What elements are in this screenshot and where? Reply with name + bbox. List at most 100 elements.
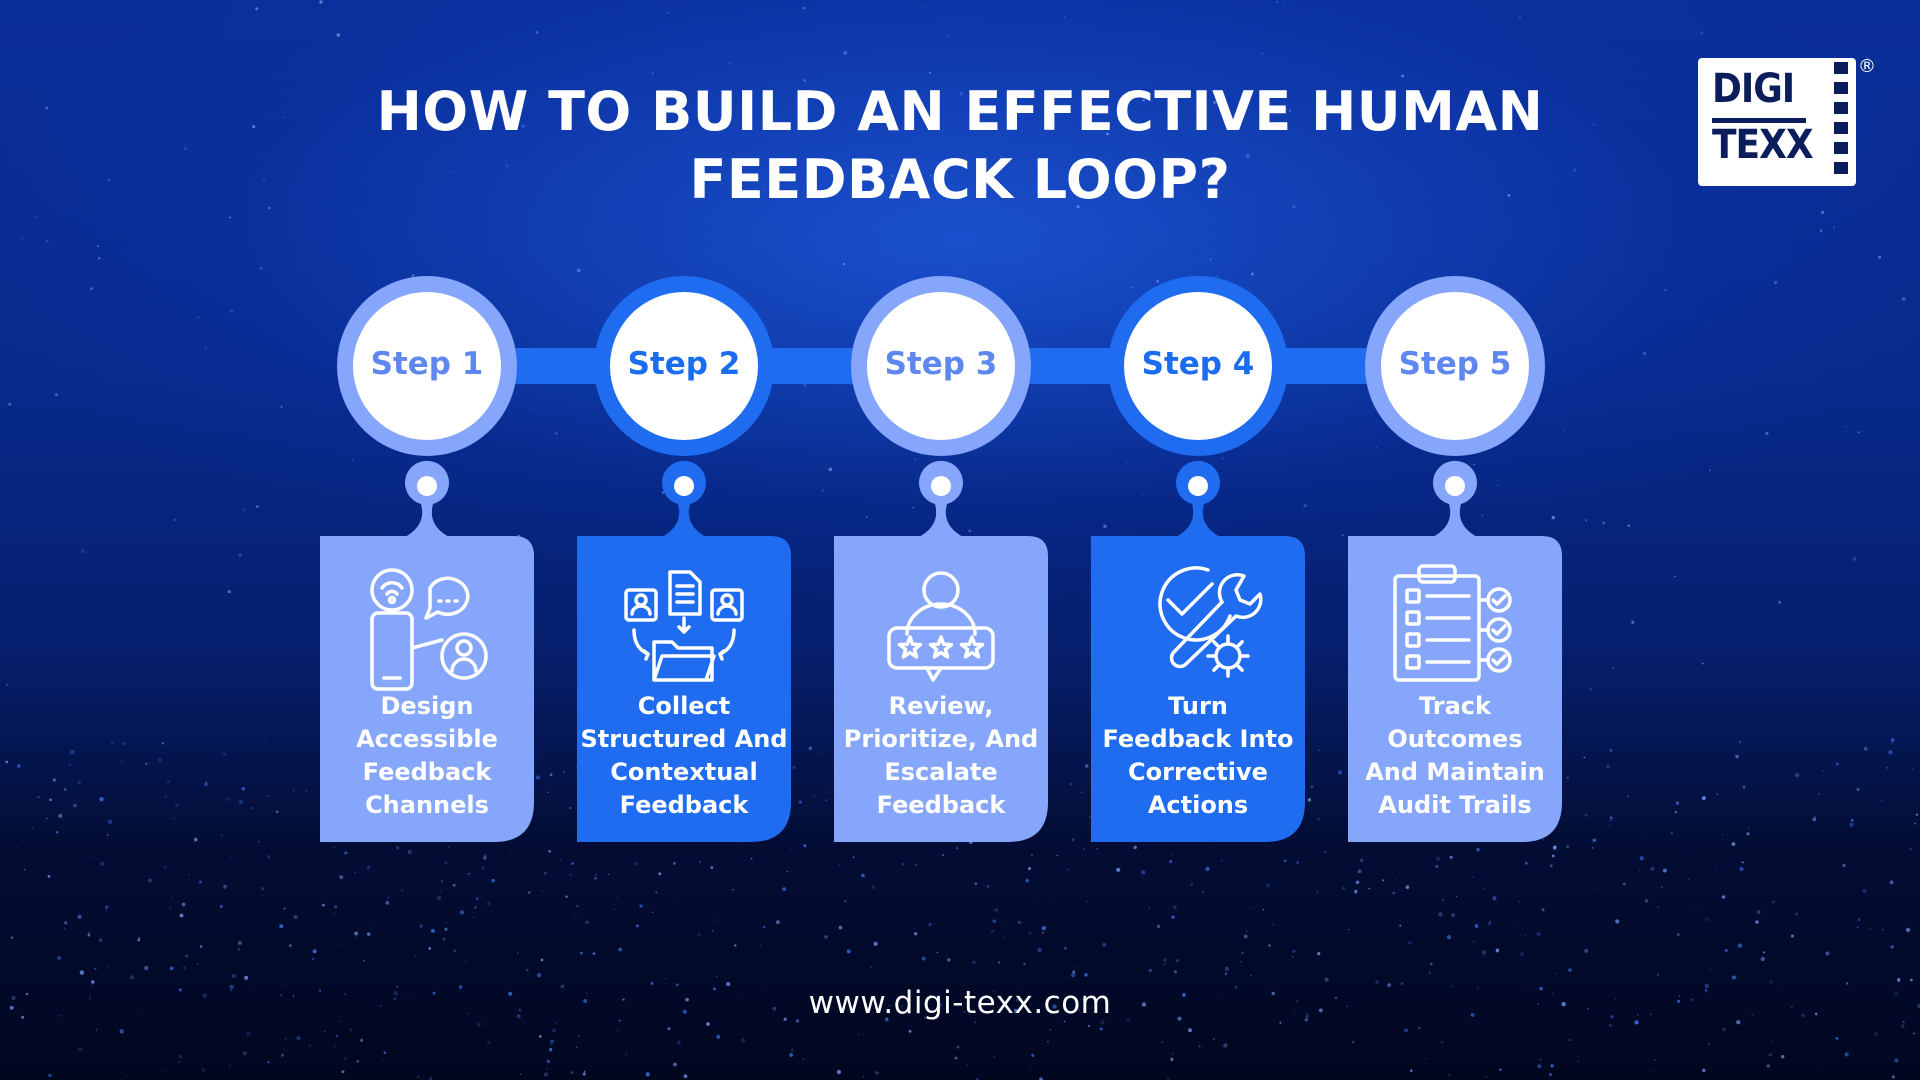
sparkle [54,393,58,397]
sparkle [1052,1004,1057,1009]
sparkle [1473,463,1476,466]
sparkle [790,848,793,851]
sparkle [1795,773,1800,778]
sparkle [261,887,265,891]
sparkle [1318,1008,1323,1013]
sparkle [458,985,463,989]
sparkle [104,905,109,910]
sparkle [1485,1075,1488,1078]
sparkle [1489,920,1491,923]
sparkle [1283,859,1287,863]
logo-stripe [1834,122,1848,134]
sparkle [546,1059,551,1063]
sparkle [25,992,29,996]
title-line-1: HOW TO BUILD AN EFFECTIVE HUMAN [376,80,1544,143]
sparkle [432,991,436,995]
sparkle [585,920,589,924]
sparkle [79,970,85,975]
sparkle [1537,1003,1539,1005]
sparkle [246,1031,251,1036]
sparkle [70,749,75,755]
sparkle [430,928,435,933]
sparkle [1584,948,1589,953]
sparkle [525,968,529,972]
sparkle [1086,126,1090,130]
sparkle [334,905,338,909]
step-label: Step 3 [884,346,998,382]
sparkle [1760,956,1765,962]
sparkle [1602,521,1606,525]
sparkle [238,799,244,805]
sparkle [49,798,52,802]
sparkle [145,762,148,765]
sparkle [1768,1053,1772,1057]
sparkle [336,33,341,37]
sparkle [803,79,806,82]
step-description-line: Accessible [356,725,498,753]
sparkle [1391,223,1393,225]
sparkle [407,995,409,997]
sparkle [77,914,82,919]
sparkle [990,929,994,933]
sparkle [1631,21,1632,23]
sparkle [732,888,735,891]
sparkle [1550,864,1553,868]
sparkle [20,236,24,240]
sparkle [15,846,18,848]
sparkle [674,244,676,246]
sparkle [1087,1024,1091,1028]
sparkle [230,309,234,313]
sparkle [613,1050,615,1053]
sparkle [1451,913,1456,918]
sparkle [282,984,284,987]
sparkle [98,257,101,260]
sparkle [1900,1024,1905,1029]
sparkle [1525,934,1527,937]
sparkle [570,1071,574,1074]
step-description-line: Track [1419,692,1491,720]
sparkle [1263,106,1267,110]
sparkle [1294,1009,1296,1011]
sparkle [441,880,444,883]
sparkle [257,840,261,843]
sparkle [305,789,308,792]
sparkle [1212,1038,1215,1041]
sparkle [685,997,689,1002]
sparkle [1488,922,1491,925]
sparkle [750,857,753,860]
sparkle [825,799,828,802]
sparkle [1690,424,1692,426]
sparkle [171,895,174,897]
sparkle [1748,827,1750,830]
sparkle [486,1041,490,1045]
sparkle [136,154,138,156]
sparkle [563,771,566,773]
sparkle [639,904,643,908]
sparkle [362,959,365,962]
sparkle [1704,240,1707,242]
sparkle [1623,882,1626,886]
sparkle [260,155,263,158]
sparkle [728,62,732,65]
sparkle [1571,1027,1573,1029]
sparkle [1261,52,1264,55]
sparkle [541,757,543,759]
sparkle [535,31,539,35]
sparkle [667,12,670,14]
sparkle [865,516,868,519]
sparkle [8,402,12,406]
sparkle [1846,982,1849,985]
sparkle [1609,816,1613,820]
registered-mark: ® [1858,56,1876,77]
sparkle [1905,927,1911,933]
sparkle [1482,888,1485,890]
pin-dot [1188,476,1208,496]
sparkle [675,983,679,987]
sparkle [1888,750,1893,755]
sparkle [5,760,9,764]
sparkle [1870,123,1872,125]
sparkle [204,782,208,787]
sparkle [89,995,91,997]
logo-stripe [1834,162,1848,174]
sparkle [464,960,467,963]
